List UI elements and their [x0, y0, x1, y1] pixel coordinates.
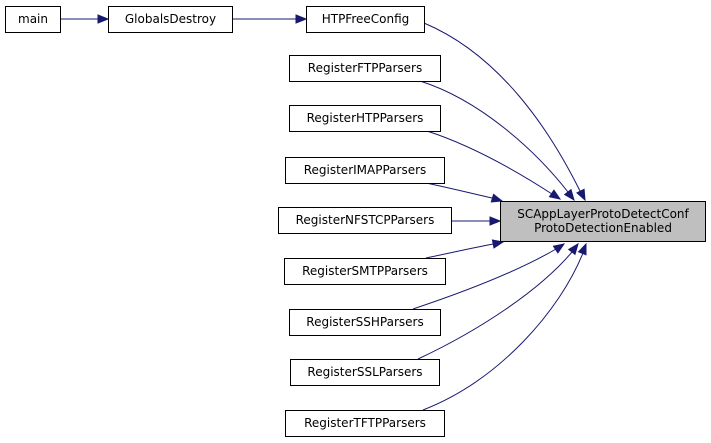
node-RegisterSMTPParsers[interactable]: RegisterSMTPParsers — [284, 258, 446, 285]
arrowhead-icon — [577, 242, 587, 256]
node-label: RegisterSSHParsers — [306, 315, 423, 329]
node-RegisterSSHParsers[interactable]: RegisterSSHParsers — [289, 309, 441, 336]
node-label: RegisterNFSTCPParsers — [296, 213, 435, 227]
node-box[interactable] — [284, 258, 446, 285]
edge-line — [422, 252, 584, 411]
node-label: RegisterSSLParsers — [307, 365, 422, 379]
node-box[interactable] — [289, 105, 441, 132]
node-box[interactable] — [289, 309, 441, 336]
arrowhead-icon — [548, 189, 562, 200]
edge-RegisterIMAPParsers-to-SCAppLayerProtoDetectConfProtoDetectionEnabled — [425, 182, 504, 203]
edge-RegisterNFSTCPParsers-to-SCAppLayerProtoDetectConfProtoDetectionEnabled — [451, 216, 502, 226]
node-box[interactable] — [500, 201, 706, 242]
node-label: RegisterIMAPParsers — [304, 163, 427, 177]
edge-RegisterSSHParsers-to-SCAppLayerProtoDetectConfProtoDetectionEnabled — [412, 243, 566, 310]
node-RegisterFTPParsers[interactable]: RegisterFTPParsers — [289, 55, 441, 82]
node-label: RegisterTFTPParsers — [304, 416, 426, 430]
edge-RegisterHTPParsers-to-SCAppLayerProtoDetectConfProtoDetectionEnabled — [426, 130, 562, 200]
arrowhead-icon — [567, 242, 579, 256]
node-RegisterHTPParsers[interactable]: RegisterHTPParsers — [289, 105, 441, 132]
node-label: RegisterHTPParsers — [307, 111, 424, 125]
edge-HTPFreeConfig-to-SCAppLayerProtoDetectConfProtoDetectionEnabled — [423, 22, 586, 202]
node-box[interactable] — [285, 157, 445, 184]
arrowhead-icon — [97, 14, 110, 24]
edge-RegisterFTPParsers-to-SCAppLayerProtoDetectConfProtoDetectionEnabled — [419, 80, 575, 202]
node-label: SCAppLayerProtoDetectConf — [517, 207, 689, 221]
edge-line — [417, 251, 573, 360]
node-RegisterNFSTCPParsers[interactable]: RegisterNFSTCPParsers — [278, 207, 452, 234]
arrowhead-icon — [489, 216, 502, 226]
node-SCAppLayerProtoDetectConfProtoDetectionEnabled[interactable]: SCAppLayerProtoDetectConfProtoDetectionE… — [500, 201, 706, 242]
node-label: HTPFreeConfig — [322, 12, 410, 26]
node-RegisterIMAPParsers[interactable]: RegisterIMAPParsers — [285, 157, 445, 184]
nodes-layer: main GlobalsDestroy HTPFreeConfigRegisterF… — [5, 6, 706, 437]
node-main[interactable]: main — [5, 6, 61, 33]
edge-line — [425, 182, 493, 199]
edges-layer — [60, 14, 587, 411]
node-box[interactable] — [290, 359, 440, 386]
arrowhead-icon — [490, 193, 504, 203]
edge-line — [426, 130, 553, 195]
edge-line — [423, 22, 582, 194]
edge-RegisterSSLParsers-to-SCAppLayerProtoDetectConfProtoDetectionEnabled — [417, 242, 579, 360]
edge-GlobalsDestroy-to-HTPFreeConfig — [232, 14, 308, 24]
edge-line — [412, 248, 557, 310]
arrowhead-icon — [563, 188, 575, 202]
arrowhead-icon — [576, 188, 586, 202]
node-label: main — [18, 12, 48, 26]
node-box[interactable] — [108, 6, 233, 33]
node-box[interactable] — [5, 6, 61, 33]
node-HTPFreeConfig[interactable]: HTPFreeConfig — [306, 6, 425, 33]
node-label: GlobalsDestroy — [125, 12, 216, 26]
node-label: RegisterSMTPParsers — [302, 264, 428, 278]
node-GlobalsDestroy[interactable]: GlobalsDestroy — [108, 6, 233, 33]
edge-RegisterSMTPParsers-to-SCAppLayerProtoDetectConfProtoDetectionEnabled — [425, 239, 505, 259]
node-label: ProtoDetectionEnabled — [534, 221, 672, 235]
edge-main-to-GlobalsDestroy — [60, 14, 110, 24]
edge-line — [425, 243, 494, 259]
arrowhead-icon — [552, 243, 566, 254]
node-RegisterSSLParsers[interactable]: RegisterSSLParsers — [290, 359, 440, 386]
edge-RegisterTFTPParsers-to-SCAppLayerProtoDetectConfProtoDetectionEnabled — [422, 242, 587, 411]
edge-line — [419, 80, 569, 193]
node-box[interactable] — [285, 410, 445, 437]
arrowhead-icon — [295, 14, 308, 24]
node-box[interactable] — [306, 6, 425, 33]
node-box[interactable] — [278, 207, 452, 234]
node-RegisterTFTPParsers[interactable]: RegisterTFTPParsers — [285, 410, 445, 437]
node-label: RegisterFTPParsers — [308, 61, 422, 75]
node-box[interactable] — [289, 55, 441, 82]
